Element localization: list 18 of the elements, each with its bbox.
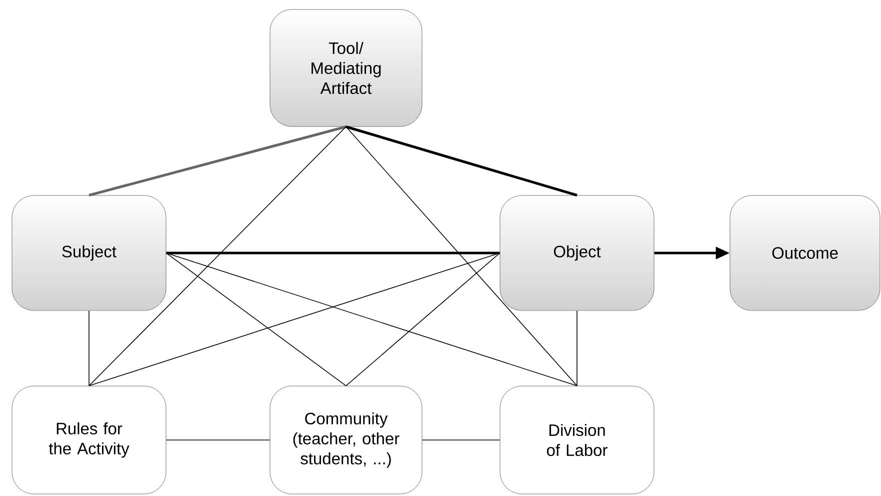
element-box: Community (teacher, other students, ...) [270, 386, 422, 494]
connector-line [88, 310, 90, 386]
process-box: Tool/ Mediating Artifact [270, 9, 422, 127]
connector-line [88, 126, 346, 386]
process-box: Object [500, 195, 654, 311]
connector-line [166, 252, 346, 386]
connector-line [346, 125, 578, 197]
connector-line [346, 126, 578, 386]
element-box: Rules for the Activity [12, 386, 166, 494]
process-box: Outcome [730, 195, 880, 311]
connector-line [88, 125, 346, 197]
connector-line [166, 252, 500, 254]
connector-line [88, 252, 500, 386]
element-box: Division of Labor [500, 386, 654, 494]
connector-line [346, 252, 500, 386]
process-box: Subject [12, 195, 166, 311]
connector-line [166, 252, 578, 386]
connector-line [576, 310, 578, 386]
